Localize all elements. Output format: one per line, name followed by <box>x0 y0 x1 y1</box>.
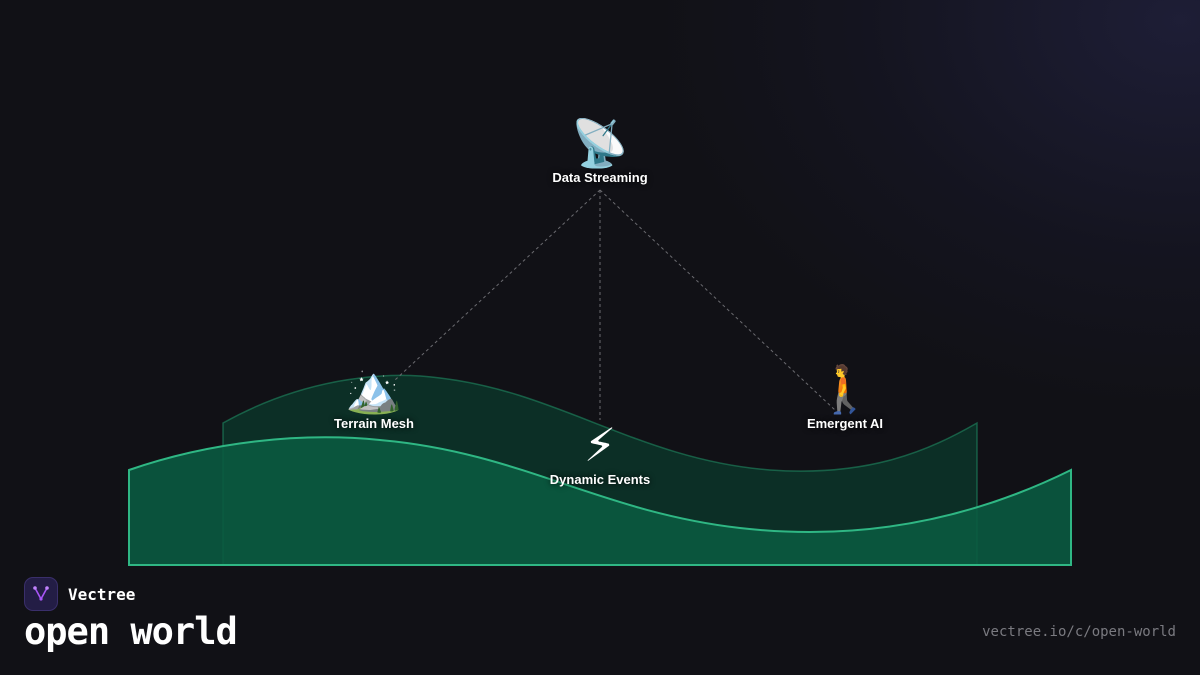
page-url[interactable]: vectree.io/c/open-world <box>982 624 1176 640</box>
node-terrain-mesh: 🏔️ Terrain Mesh <box>274 364 474 431</box>
brand-name: Vectree <box>68 584 136 604</box>
node-label: Data Streaming <box>552 170 648 185</box>
brand[interactable]: Vectree <box>24 577 135 611</box>
node-label: Dynamic Events <box>549 472 651 487</box>
walking-person-icon: 🚶 <box>816 363 874 415</box>
page-title: open world <box>24 610 238 653</box>
node-dynamic-events: ⚡ Dynamic Events <box>500 420 700 487</box>
node-label: Terrain Mesh <box>334 416 414 431</box>
connector-data-streaming-to-terrain-mesh <box>394 189 601 381</box>
front-terrain-wave <box>128 436 1072 566</box>
mountain-icon: 🏔️ <box>345 363 403 415</box>
vectree-logo-icon <box>24 577 58 611</box>
lightning-icon: ⚡ <box>583 419 617 471</box>
satellite-dish-icon: 📡 <box>571 117 629 169</box>
node-emergent-ai: 🚶 Emergent AI <box>745 364 945 431</box>
node-data-streaming: 📡 Data Streaming <box>500 118 700 185</box>
node-label: Emergent AI <box>806 416 884 431</box>
